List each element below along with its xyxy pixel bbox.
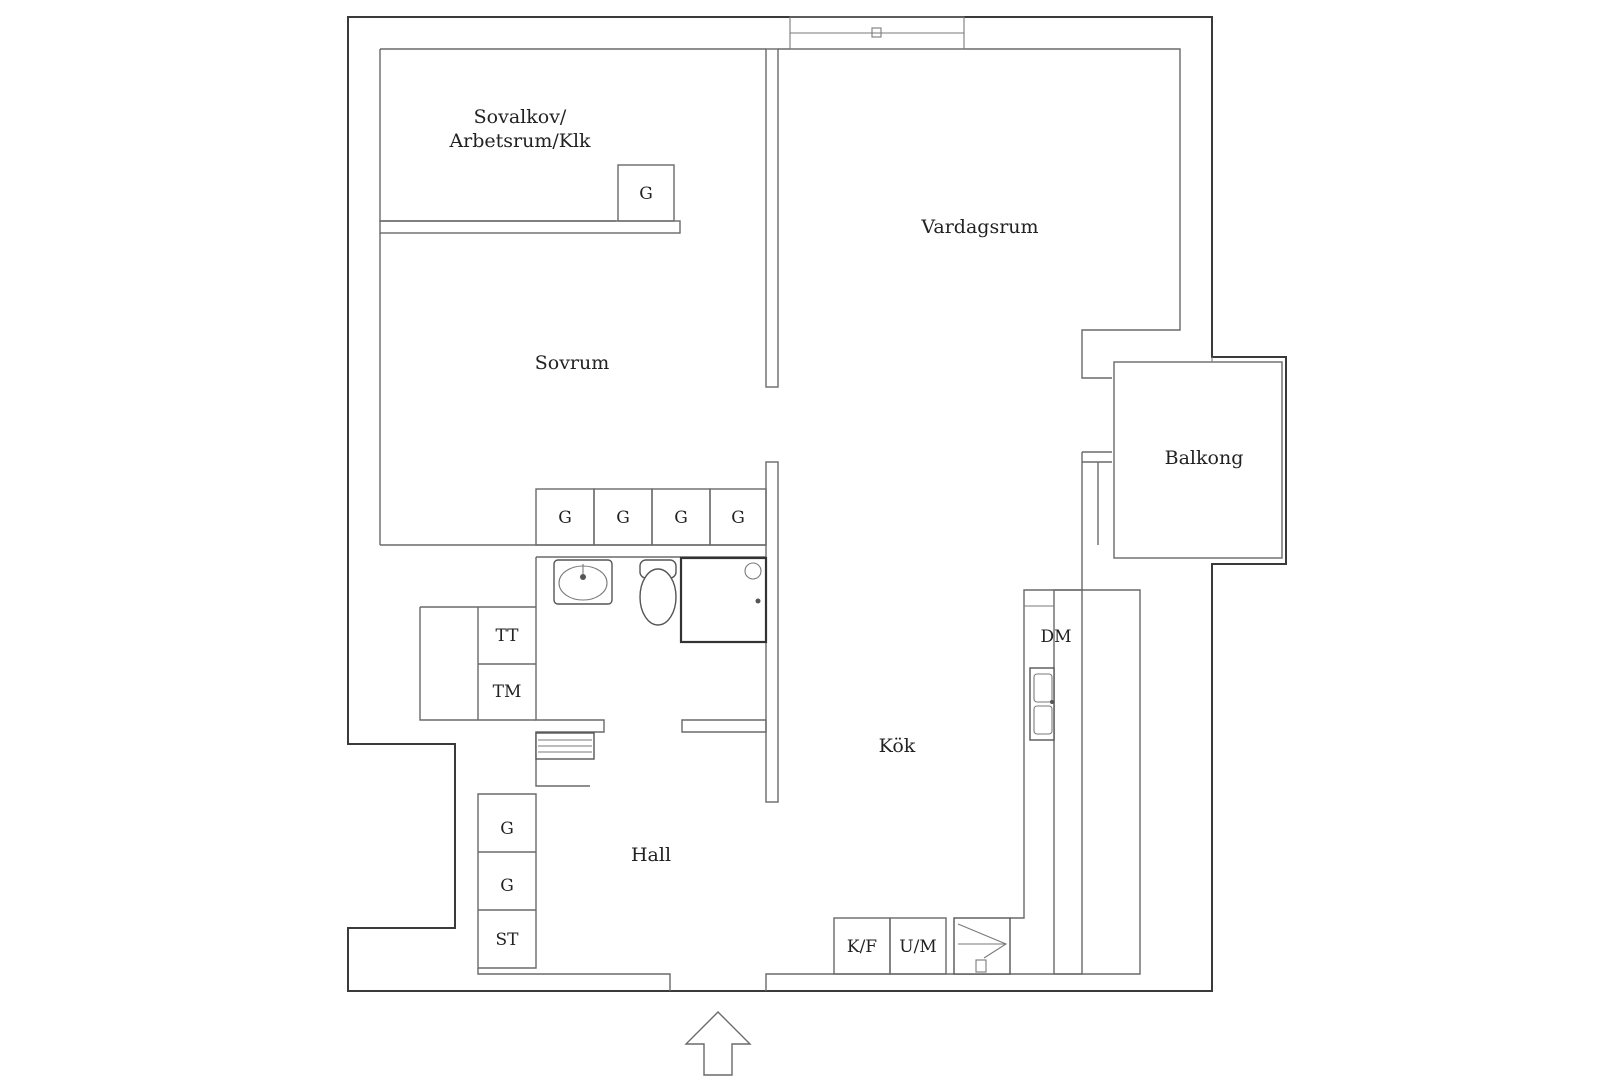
kitchen-counter	[1053, 589, 1083, 975]
tumble-dryer-label: TT	[496, 626, 520, 646]
fridge-freezer-label: K/F	[847, 937, 877, 957]
radiator	[535, 732, 595, 760]
outer-walls	[347, 16, 1287, 992]
dishwasher-label: DM	[1040, 627, 1071, 647]
window-top	[789, 16, 965, 50]
room-label-sovalkov: Sovalkov/	[474, 106, 567, 128]
room-label-balkong: Balkong	[1165, 447, 1244, 469]
wardrobe-label: G	[558, 508, 572, 528]
wardrobes	[535, 164, 767, 546]
room-label-sovrum: Sovrum	[535, 352, 610, 374]
stove	[953, 917, 1011, 975]
wardrobe-label: G	[500, 819, 514, 839]
wardrobe-label: G	[616, 508, 630, 528]
room-label-vardagsrum: Vardagsrum	[920, 216, 1038, 238]
room-label-arbetsrum: Arbetsrum/Klk	[448, 130, 591, 152]
washing-machine-label: TM	[493, 682, 522, 702]
wardrobe-label: G	[500, 876, 514, 896]
toilet-bowl	[639, 568, 677, 626]
wardrobe-label: G	[639, 184, 653, 204]
balcony	[1113, 357, 1283, 559]
bathroom-fixtures	[553, 556, 768, 644]
shower	[679, 556, 768, 644]
room-label-kok: Kök	[879, 735, 916, 757]
interior-walls	[379, 48, 1141, 991]
wardrobe-label: G	[674, 508, 688, 528]
storage-label: ST	[496, 930, 520, 950]
entrance-arrow-icon	[684, 1011, 752, 1076]
wardrobe-label: G	[731, 508, 745, 528]
kitchen-fixtures	[833, 589, 1083, 975]
room-label-hall: Hall	[631, 844, 671, 866]
sink	[553, 559, 613, 605]
oven-microwave-label: U/M	[899, 937, 936, 957]
